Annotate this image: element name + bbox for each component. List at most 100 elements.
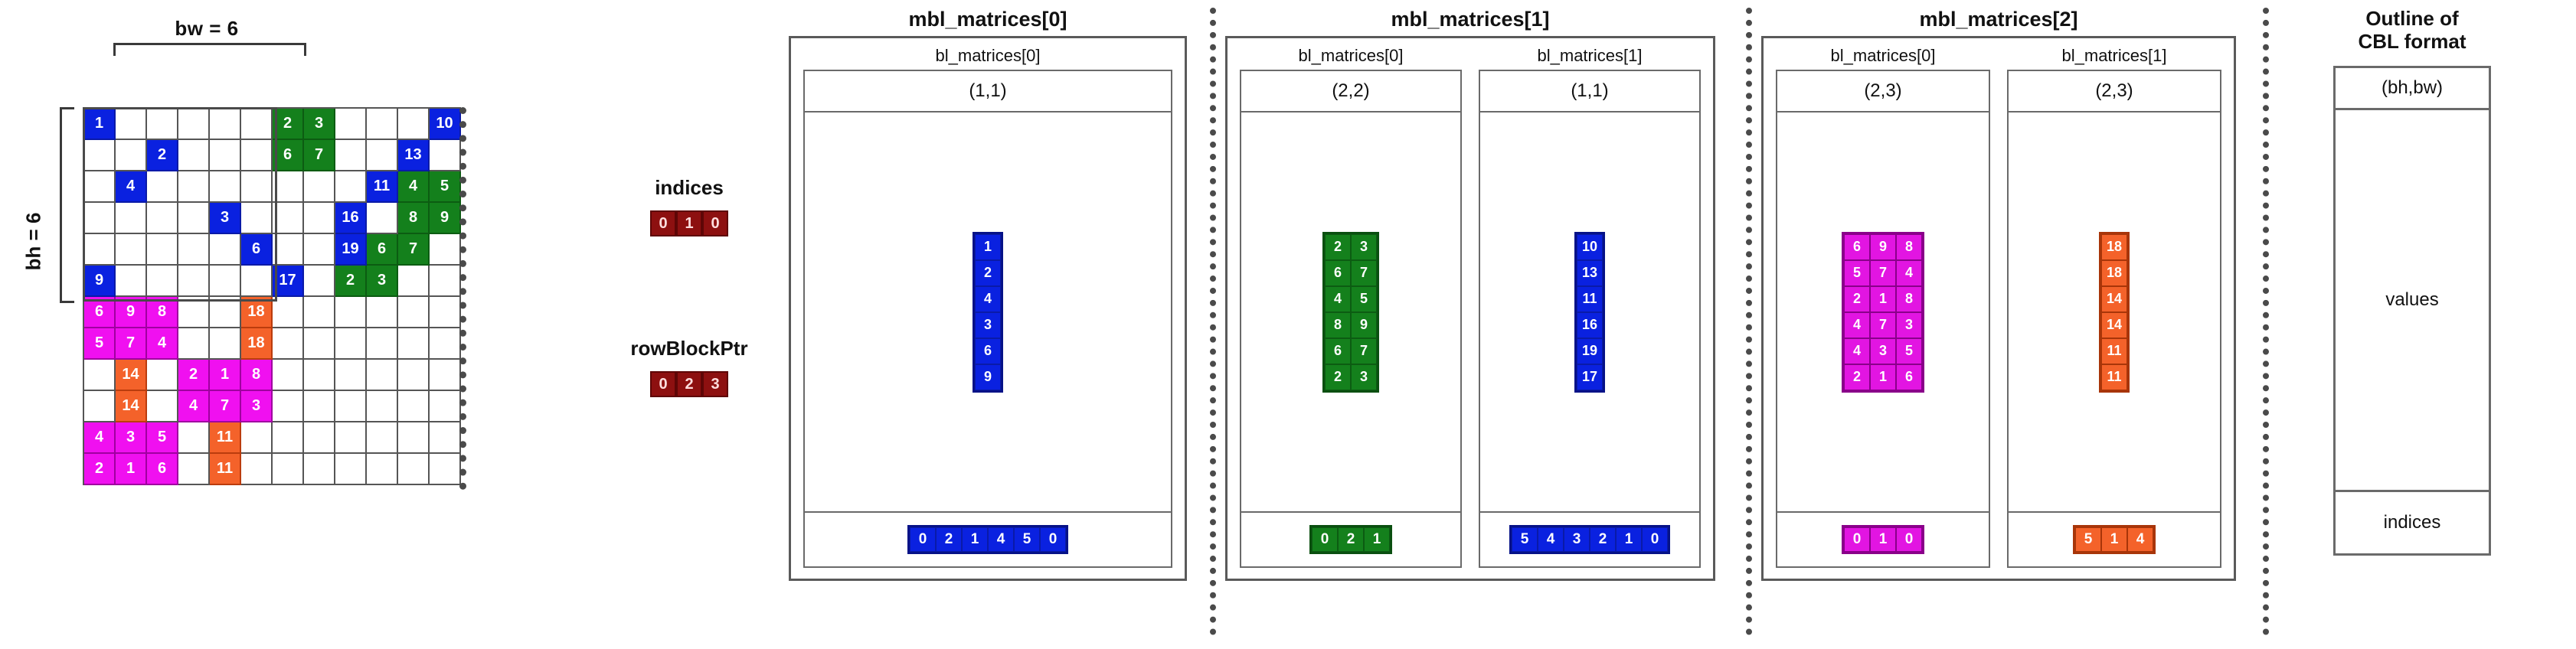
cbl-box: (bh,bw) values indices <box>2333 65 2491 556</box>
bl-value-2-1-3: 14 <box>2101 311 2127 338</box>
matrix-cell-r4-c2 <box>147 234 178 266</box>
matrix-cell-r0-c0: 1 <box>84 109 116 140</box>
matrix-cell-r9-c0 <box>84 391 116 422</box>
matrix-cell-r2-c2 <box>147 171 178 203</box>
matrix-cell-r6-c6 <box>273 297 304 328</box>
bl-value-1-1-1: 13 <box>1577 259 1603 286</box>
matrix-cell-r1-c9 <box>367 140 398 171</box>
bl-index-1-1-5: 0 <box>1642 527 1668 552</box>
bl-value-2-0-16: 1 <box>1870 364 1896 390</box>
matrix-cell-r2-c7 <box>304 171 335 203</box>
matrix-cell-r7-c4 <box>210 328 241 360</box>
matrix-cell-r10-c3 <box>178 422 210 454</box>
matrix-cell-r11-c1: 1 <box>116 454 147 485</box>
bl-index-2-1-2: 4 <box>2127 527 2153 552</box>
matrix-cell-r8-c6 <box>273 360 304 391</box>
cbl-values-cell: values <box>2385 289 2439 310</box>
matrix-cell-r5-c2 <box>147 266 178 297</box>
matrix-cell-r4-c9: 6 <box>367 234 398 266</box>
cbl-shape-cell: (bh,bw) <box>2336 68 2489 110</box>
matrix-cell-r3-c4: 3 <box>210 203 241 234</box>
matrix-cell-r1-c10: 13 <box>398 140 430 171</box>
matrix-cell-r7-c0: 5 <box>84 328 116 360</box>
matrix-cell-r2-c10: 4 <box>398 171 430 203</box>
bl-index-2-1-1: 1 <box>2101 527 2127 552</box>
bl-index-0-0-3: 4 <box>988 527 1014 552</box>
bl-value-0-0-1: 2 <box>975 259 1001 286</box>
bl-value-2-0-13: 3 <box>1870 338 1896 364</box>
matrix-cell-r7-c11 <box>430 328 461 360</box>
matrix-cell-r9-c9 <box>367 391 398 422</box>
matrix-cell-r1-c11 <box>430 140 461 171</box>
matrix-cell-r3-c1 <box>116 203 147 234</box>
bl-index-0-0-2: 1 <box>962 527 988 552</box>
bl-value-2-0-14: 5 <box>1896 338 1922 364</box>
bl-value-2-0-2: 8 <box>1896 233 1922 260</box>
bl-value-1-0-8: 6 <box>1325 338 1351 364</box>
matrix-cell-r5-c9: 3 <box>367 266 398 297</box>
matrix-cell-r11-c4: 11 <box>210 454 241 485</box>
matrix-cell-r3-c9 <box>367 203 398 234</box>
matrix-cell-r11-c2: 6 <box>147 454 178 485</box>
matrix-cell-r4-c1 <box>116 234 147 266</box>
bl-index-2-1-0: 5 <box>2075 527 2101 552</box>
indices-cell-2: 0 <box>702 210 728 236</box>
matrix-cell-r4-c10: 7 <box>398 234 430 266</box>
mbl-panel-title-2: mbl_matrices[2] <box>1919 8 2078 31</box>
bl-value-2-0-5: 4 <box>1896 259 1922 286</box>
bl-index-1-1-4: 1 <box>1616 527 1642 552</box>
matrix-cell-r3-c3 <box>178 203 210 234</box>
bl-index-1-1-1: 4 <box>1538 527 1564 552</box>
matrix-cell-r7-c2: 4 <box>147 328 178 360</box>
bl-value-2-0-11: 3 <box>1896 311 1922 338</box>
matrix-cell-r10-c6 <box>273 422 304 454</box>
matrix-cell-r2-c9: 11 <box>367 171 398 203</box>
bl-index-2-0-0: 0 <box>1844 527 1870 552</box>
rowblockptr-cell-1: 2 <box>676 371 702 397</box>
matrix-cell-r7-c1: 7 <box>116 328 147 360</box>
matrix-cell-r3-c11: 9 <box>430 203 461 234</box>
matrix-cell-r11-c3 <box>178 454 210 485</box>
matrix-cell-r4-c0 <box>84 234 116 266</box>
cbl-outline-figure: Outline of CBL format (bh,bw) values ind… <box>2297 7 2527 556</box>
matrix-cell-r11-c0: 2 <box>84 454 116 485</box>
cbl-title-line2: CBL format <box>2358 29 2466 53</box>
matrix-cell-r11-c10 <box>398 454 430 485</box>
matrix-cell-r9-c2 <box>147 391 178 422</box>
panel-separator-dots-2 <box>2263 8 2275 635</box>
bl-value-2-0-0: 6 <box>1844 233 1870 260</box>
bl-shape-1-0: (2,2) <box>1241 71 1460 113</box>
matrix-cell-r9-c1: 14 <box>116 391 147 422</box>
bl-matrix-title-2-0: bl_matrices[0] <box>1830 46 1936 65</box>
matrix-cell-r6-c1: 9 <box>116 297 147 328</box>
matrix-cell-r6-c2: 8 <box>147 297 178 328</box>
indices-label: indices <box>655 176 724 199</box>
matrix-cell-r5-c10 <box>398 266 430 297</box>
matrix-cell-r6-c0: 6 <box>84 297 116 328</box>
matrix-cell-r6-c4 <box>210 297 241 328</box>
matrix-cell-r6-c8 <box>335 297 367 328</box>
matrix-cell-r5-c7 <box>304 266 335 297</box>
matrix-cell-r5-c8: 2 <box>335 266 367 297</box>
matrix-cell-r10-c10 <box>398 422 430 454</box>
matrix-cell-r2-c3 <box>178 171 210 203</box>
bl-value-2-0-9: 4 <box>1844 311 1870 338</box>
matrix-cell-r2-c6 <box>273 171 304 203</box>
matrix-cell-r6-c3 <box>178 297 210 328</box>
matrix-cell-r3-c8: 16 <box>335 203 367 234</box>
matrix-cell-r3-c2 <box>147 203 178 234</box>
matrix-cell-r9-c4: 7 <box>210 391 241 422</box>
matrix-cell-r5-c1 <box>116 266 147 297</box>
matrix-cell-r5-c11 <box>430 266 461 297</box>
